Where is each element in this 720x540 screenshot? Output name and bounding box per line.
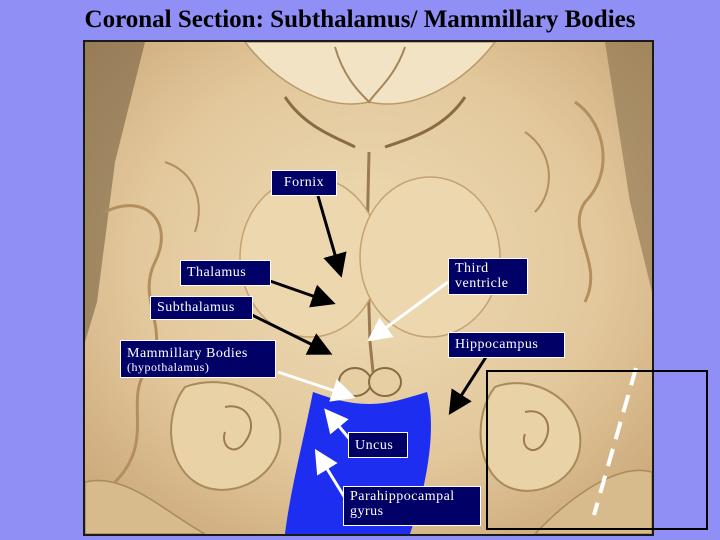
label-subthalamus-text: Subthalamus xyxy=(157,300,235,315)
label-parahippocampal-line1: Parahippocampal xyxy=(350,489,455,504)
label-third-ventricle-line2: ventricle xyxy=(455,276,509,291)
right-mammillary-body xyxy=(368,367,402,397)
label-mammillary-bodies: Mammillary Bodies (hypothalamus) xyxy=(120,340,276,378)
inset-frame xyxy=(486,370,708,530)
label-mammillary-text: Mammillary Bodies xyxy=(127,346,248,361)
label-thalamus: Thalamus xyxy=(180,260,271,286)
right-edge-shadow xyxy=(605,42,652,292)
label-parahippocampal: Parahippocampal gyrus xyxy=(343,486,481,526)
label-hypothalamus-text: (hypothalamus) xyxy=(127,360,210,374)
label-hippocampus-text: Hippocampus xyxy=(455,337,539,352)
label-fornix-text: Fornix xyxy=(283,175,325,190)
label-uncus-text: Uncus xyxy=(355,438,394,453)
left-thalamus xyxy=(239,176,381,338)
label-thalamus-text: Thalamus xyxy=(187,265,247,280)
right-thalamus xyxy=(359,176,501,338)
label-uncus: Uncus xyxy=(348,432,408,458)
left-mammillary-body xyxy=(338,367,372,397)
label-third-ventricle-line1: Third xyxy=(455,261,489,276)
label-third-ventricle: Third ventricle xyxy=(448,258,528,295)
label-hippocampus: Hippocampus xyxy=(448,332,565,358)
left-hippocampus xyxy=(170,381,282,491)
left-edge-shadow xyxy=(85,42,145,342)
label-fornix: Fornix xyxy=(271,170,337,196)
slide-title: Coronal Section: Subthalamus/ Mammillary… xyxy=(84,6,636,33)
label-parahippocampal-line2: gyrus xyxy=(350,504,384,519)
label-subthalamus: Subthalamus xyxy=(150,296,253,320)
right-hippocampus xyxy=(479,382,582,492)
